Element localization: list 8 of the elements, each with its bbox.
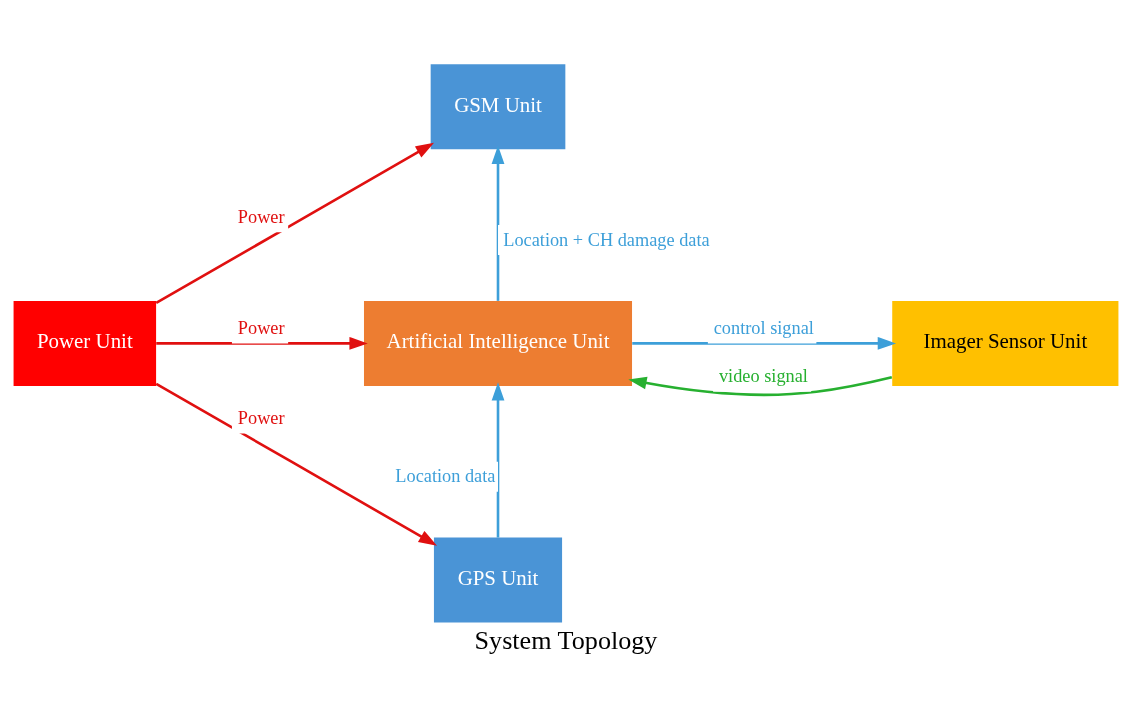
edge-label: control signal: [713, 317, 814, 338]
edge-label: Location + CH damage data: [503, 229, 710, 250]
edge-label: Location data: [395, 465, 496, 486]
edge-label: Power: [237, 317, 285, 338]
caption: System Topology: [474, 625, 658, 655]
edge-label: Power: [237, 206, 285, 227]
edge-label: Power: [237, 407, 285, 428]
edge-label: video signal: [718, 365, 808, 386]
